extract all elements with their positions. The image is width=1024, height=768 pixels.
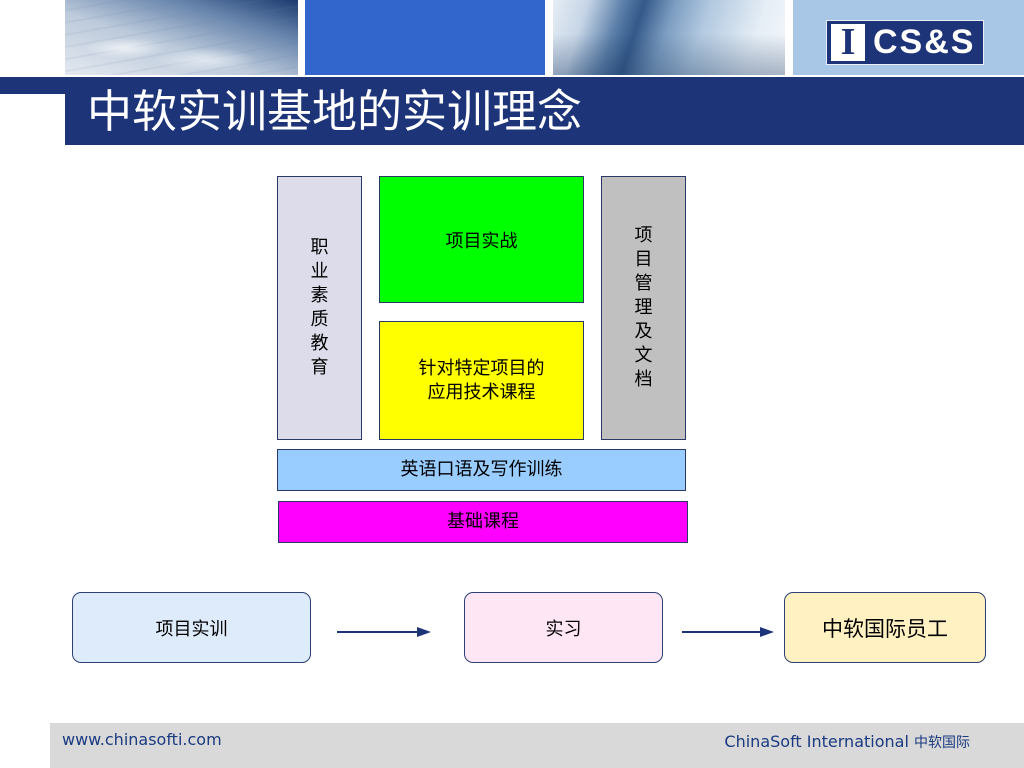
footer-url: www.chinasofti.com — [62, 730, 222, 749]
block-label-line-1: 针对特定项目的 — [418, 357, 545, 379]
flow-step-project-training: 项目实训 — [72, 592, 311, 663]
arrow-right-icon — [337, 627, 431, 637]
header-photo-buildings — [553, 0, 785, 75]
title-accent-strip — [0, 77, 65, 94]
arrow-right-icon — [682, 627, 774, 637]
block-label-line-2: 应用技术课程 — [427, 381, 536, 403]
flow-step-label: 实习 — [545, 618, 582, 640]
header-photo-keyboard — [65, 0, 298, 75]
title-bar: 中软实训基地的实训理念 — [65, 77, 1024, 145]
bar-label: 基础课程 — [447, 511, 519, 532]
logo-mark: I — [831, 23, 865, 61]
header-color-block-blue — [305, 0, 545, 75]
pillar-professional-quality: 职业素质教育 — [277, 176, 362, 440]
company-logo: I CS&S — [826, 20, 984, 65]
pillar-label: 项目管理及文档 — [634, 225, 653, 390]
bar-label: 英语口语及写作训练 — [400, 459, 563, 480]
flow-step-label: 项目实训 — [155, 618, 228, 640]
flow-step-label: 中软国际员工 — [822, 616, 948, 641]
page-title: 中软实训基地的实训理念 — [87, 86, 583, 137]
flow-step-employee: 中软国际员工 — [784, 592, 986, 663]
flow-step-internship: 实习 — [464, 592, 663, 663]
footer-brand-cn: 中软国际 — [914, 735, 970, 751]
block-project-practice: 项目实战 — [379, 176, 584, 303]
footer-bar: www.chinasofti.com ChinaSoft Internation… — [50, 723, 1024, 768]
block-applied-tech-course: 针对特定项目的 应用技术课程 — [379, 321, 584, 440]
logo-text: CS&S — [873, 23, 976, 61]
bar-foundation-courses: 基础课程 — [278, 501, 688, 543]
bar-english-training: 英语口语及写作训练 — [277, 449, 686, 491]
pillar-label: 职业素质教育 — [310, 237, 329, 378]
footer-brand-en: ChinaSoft International — [724, 732, 909, 751]
block-label: 项目实战 — [445, 231, 518, 252]
footer-brand: ChinaSoft International 中软国际 — [724, 732, 970, 753]
pillar-project-management: 项目管理及文档 — [601, 176, 686, 440]
